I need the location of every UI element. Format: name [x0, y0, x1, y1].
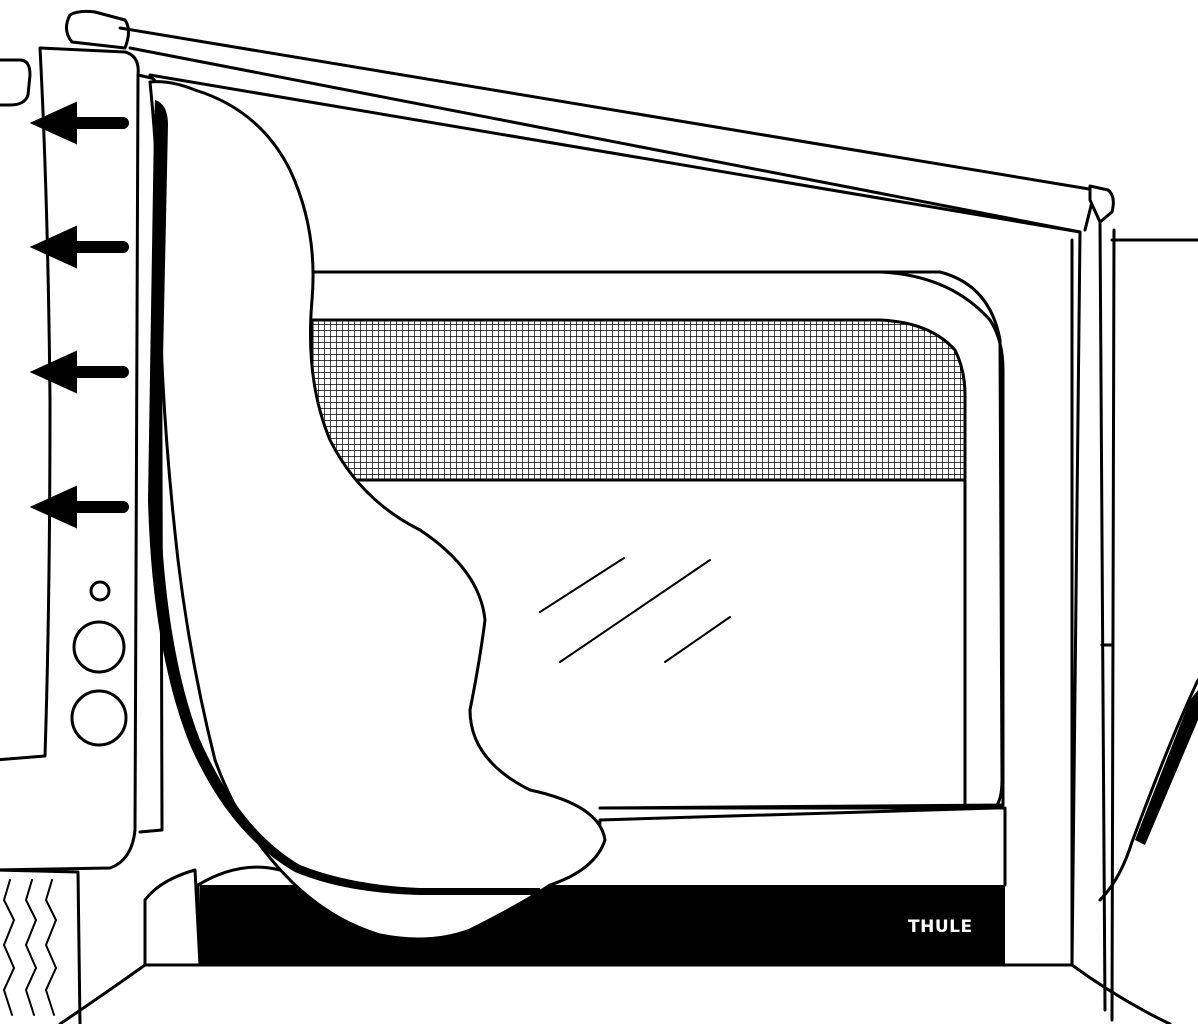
door-flap: [148, 80, 607, 941]
right-structure: [1098, 238, 1198, 902]
arrow-left-icon: [29, 485, 129, 529]
clear-window: [338, 478, 967, 807]
tire: [0, 868, 82, 1024]
awning-case: [65, 9, 1115, 234]
vehicle-body: [0, 46, 164, 872]
mesh-window: [310, 318, 967, 482]
taillights: [70, 580, 128, 747]
support-pole: [1070, 220, 1116, 1022]
taillight-medium-icon: [72, 620, 126, 674]
direction-arrows: [29, 101, 129, 529]
arrow-left-icon: [29, 225, 129, 269]
arrow-left-icon: [29, 350, 129, 394]
window-frame: [310, 270, 1007, 887]
taillight-large-icon: [70, 689, 128, 747]
brand-logo: THULE: [908, 917, 973, 937]
arrow-left-icon: [29, 101, 129, 145]
taillight-small-icon: [89, 580, 111, 602]
